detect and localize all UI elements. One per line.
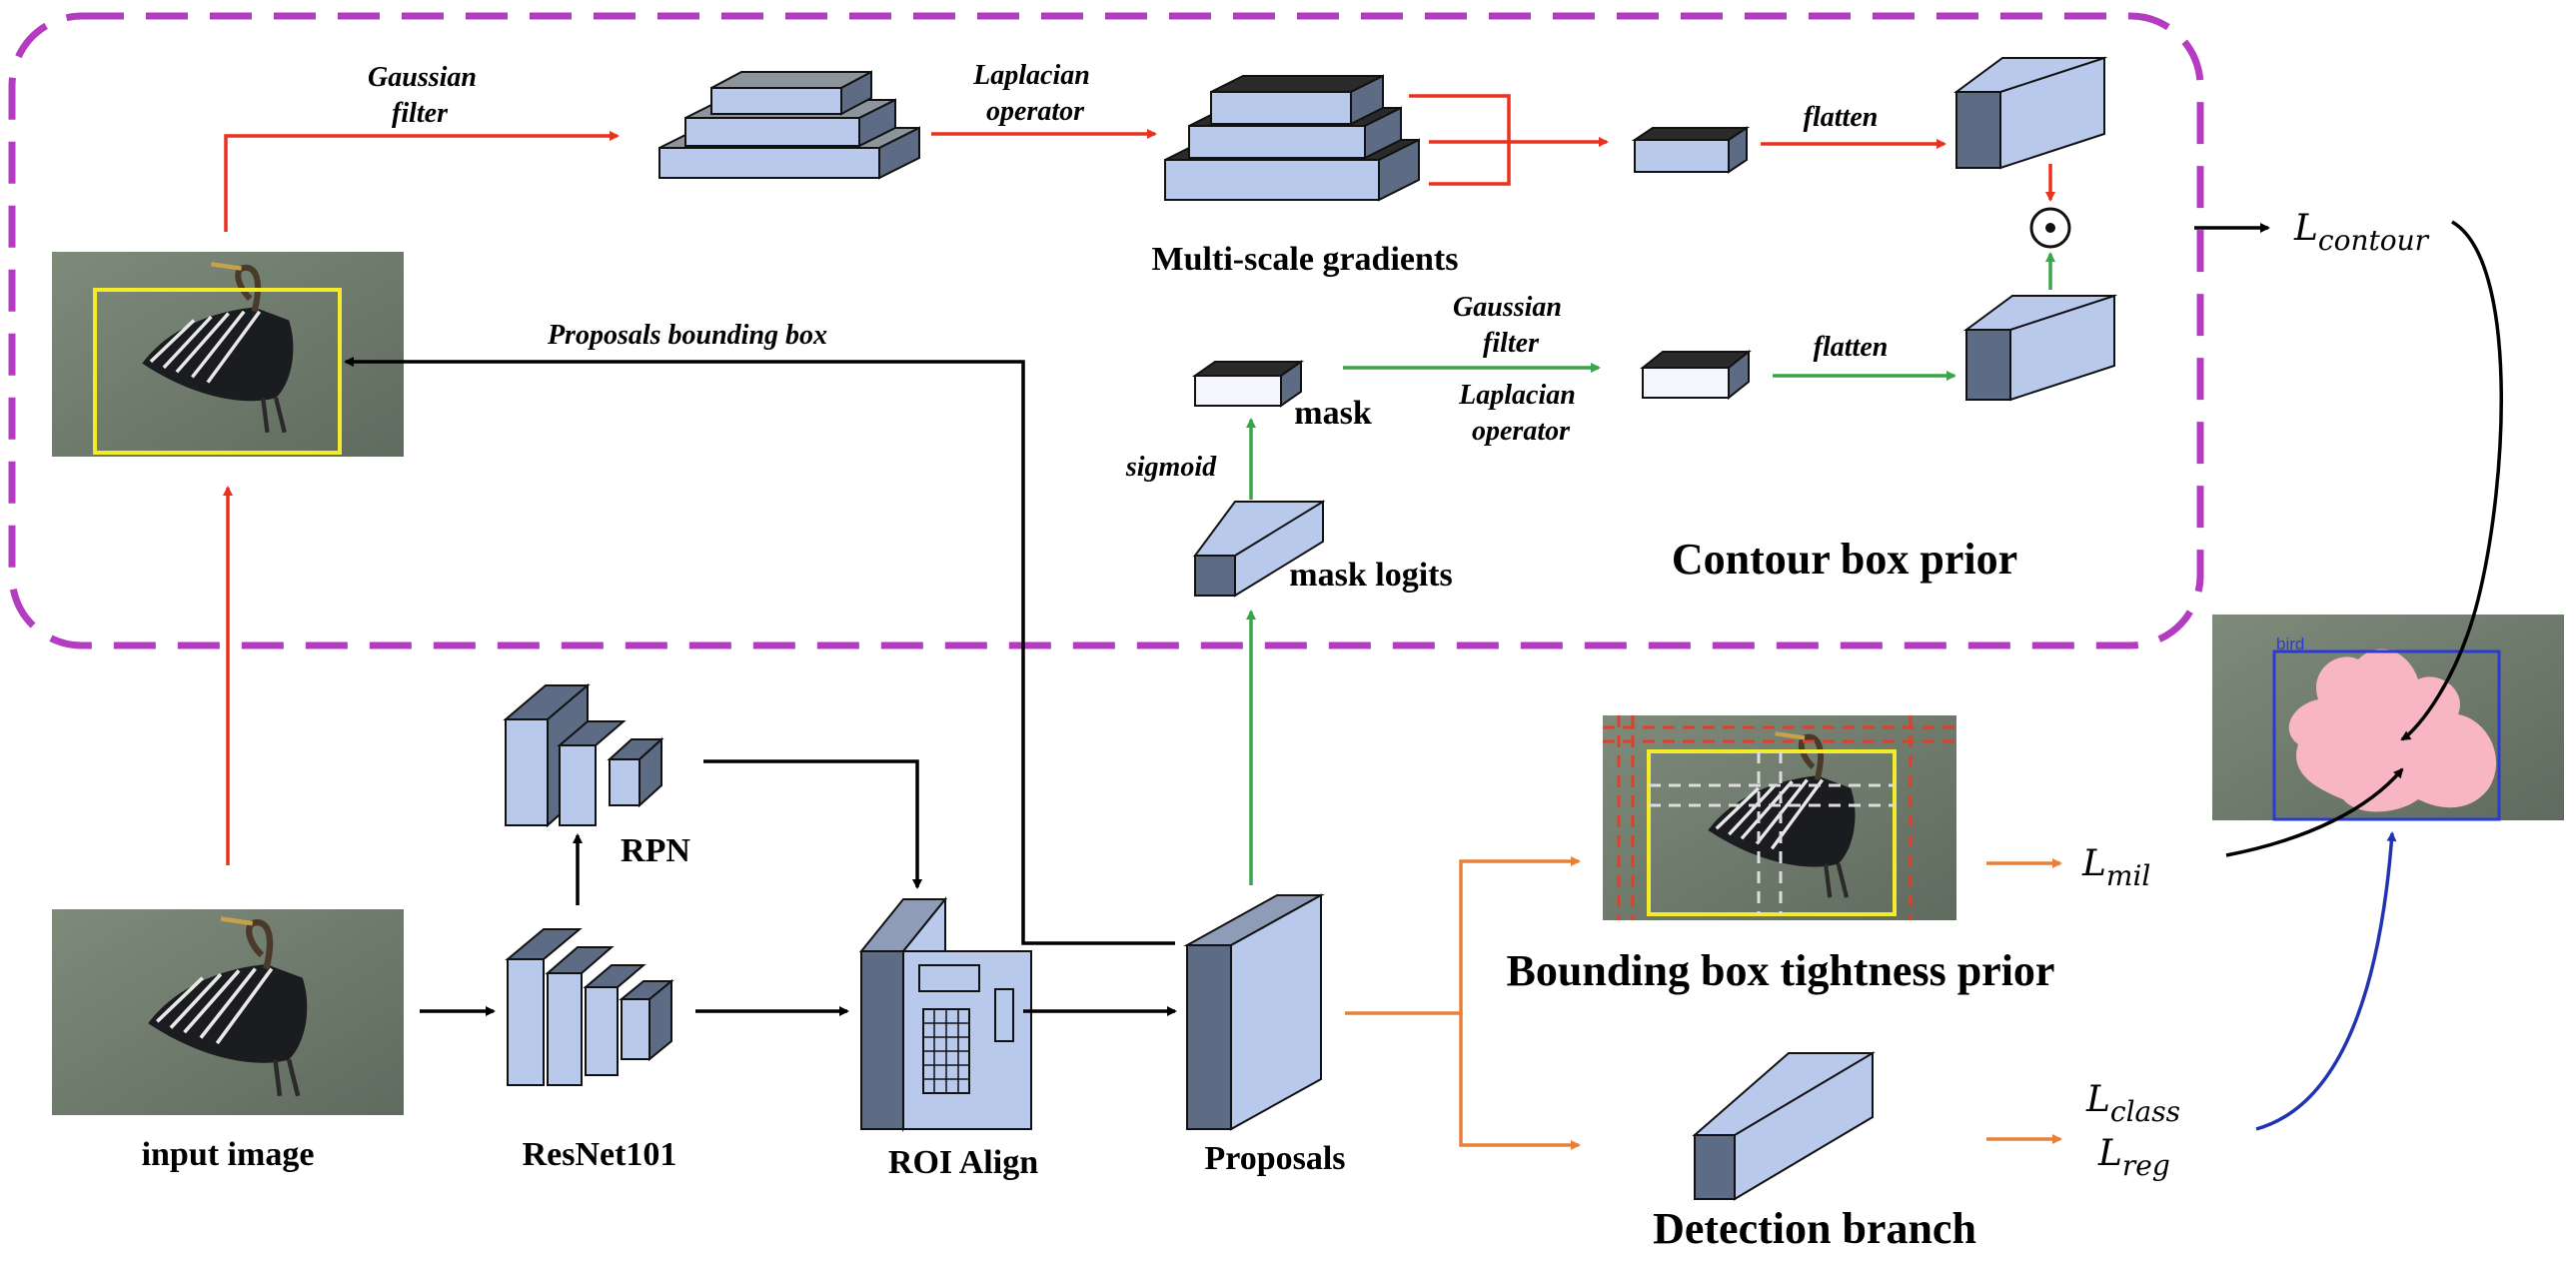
contour-prior-region bbox=[8, 12, 2204, 649]
gaussian-pyramid bbox=[658, 70, 920, 180]
detection-box bbox=[2272, 649, 2501, 821]
laplacian-operator-mid-label: Laplacian operator bbox=[1458, 380, 1583, 447]
sigmoid-label: sigmoid bbox=[1125, 452, 1217, 483]
proposal-image-top bbox=[52, 252, 404, 457]
resnet-label: ResNet101 bbox=[523, 1136, 677, 1173]
flatten-top-label: flatten bbox=[1804, 102, 1879, 133]
roi-align-block bbox=[858, 896, 1032, 1132]
black-arrows bbox=[344, 220, 2503, 1016]
blue-arrow bbox=[2255, 831, 2397, 1131]
mask-logits-block bbox=[1193, 500, 1325, 598]
input-image bbox=[52, 909, 404, 1115]
mask-label: mask bbox=[1294, 395, 1372, 432]
gaussian-filter-top-label: Gaussian filter bbox=[368, 62, 484, 129]
proposals-block bbox=[1183, 893, 1325, 1131]
roi-align-label: ROI Align bbox=[888, 1144, 1038, 1181]
mask-blob bbox=[2288, 648, 2497, 812]
multi-scale-gradients-label: Multi-scale gradients bbox=[1152, 241, 1459, 278]
laplacian-operator-top-label: Laplacian operator bbox=[972, 60, 1097, 127]
green-arrows bbox=[1246, 252, 2055, 885]
flatten-bottom-label: flatten bbox=[1814, 332, 1889, 363]
gaussian-filter-mid-label: Gaussian filter bbox=[1453, 292, 1569, 359]
tightness-prior-image bbox=[1603, 715, 1956, 920]
detection-branch-label: Detection branch bbox=[1653, 1204, 1976, 1253]
loss-contour-label: Lcontour bbox=[2293, 208, 2430, 257]
loss-class-label: Lclass bbox=[2085, 1079, 2180, 1128]
bird-class-tag: bird bbox=[2276, 634, 2304, 653]
input-image-label: input image bbox=[142, 1136, 315, 1173]
proposal-bbox-box bbox=[93, 288, 342, 455]
flatten-vector-top bbox=[1952, 56, 2108, 170]
loss-mil-label: Lmil bbox=[2081, 843, 2150, 892]
proposals-label: Proposals bbox=[1204, 1140, 1345, 1177]
orange-arrows bbox=[1345, 856, 2062, 1150]
tightness-prior-label: Bounding box tightness prior bbox=[1507, 946, 2055, 995]
detection-branch-block bbox=[1692, 1051, 1876, 1201]
filtered-mask-block bbox=[1640, 349, 1752, 401]
resnet-block bbox=[505, 928, 674, 1086]
proposals-bbox-label: Proposals bounding box bbox=[547, 320, 827, 351]
segmentation-result-image: bird bbox=[2212, 615, 2564, 821]
mask-block bbox=[1191, 360, 1305, 408]
laplacian-pyramid bbox=[1164, 74, 1420, 202]
loss-reg-label: Lreg bbox=[2097, 1133, 2170, 1182]
gradient-feature-block bbox=[1631, 126, 1751, 174]
rpn-block bbox=[503, 682, 664, 828]
red-arrows bbox=[223, 94, 2055, 865]
mask-logits-label: mask logits bbox=[1289, 557, 1452, 594]
rpn-label: RPN bbox=[621, 832, 690, 869]
contour-box-prior-label: Contour box prior bbox=[1672, 535, 2017, 584]
flatten-vector-bottom bbox=[1962, 294, 2118, 402]
